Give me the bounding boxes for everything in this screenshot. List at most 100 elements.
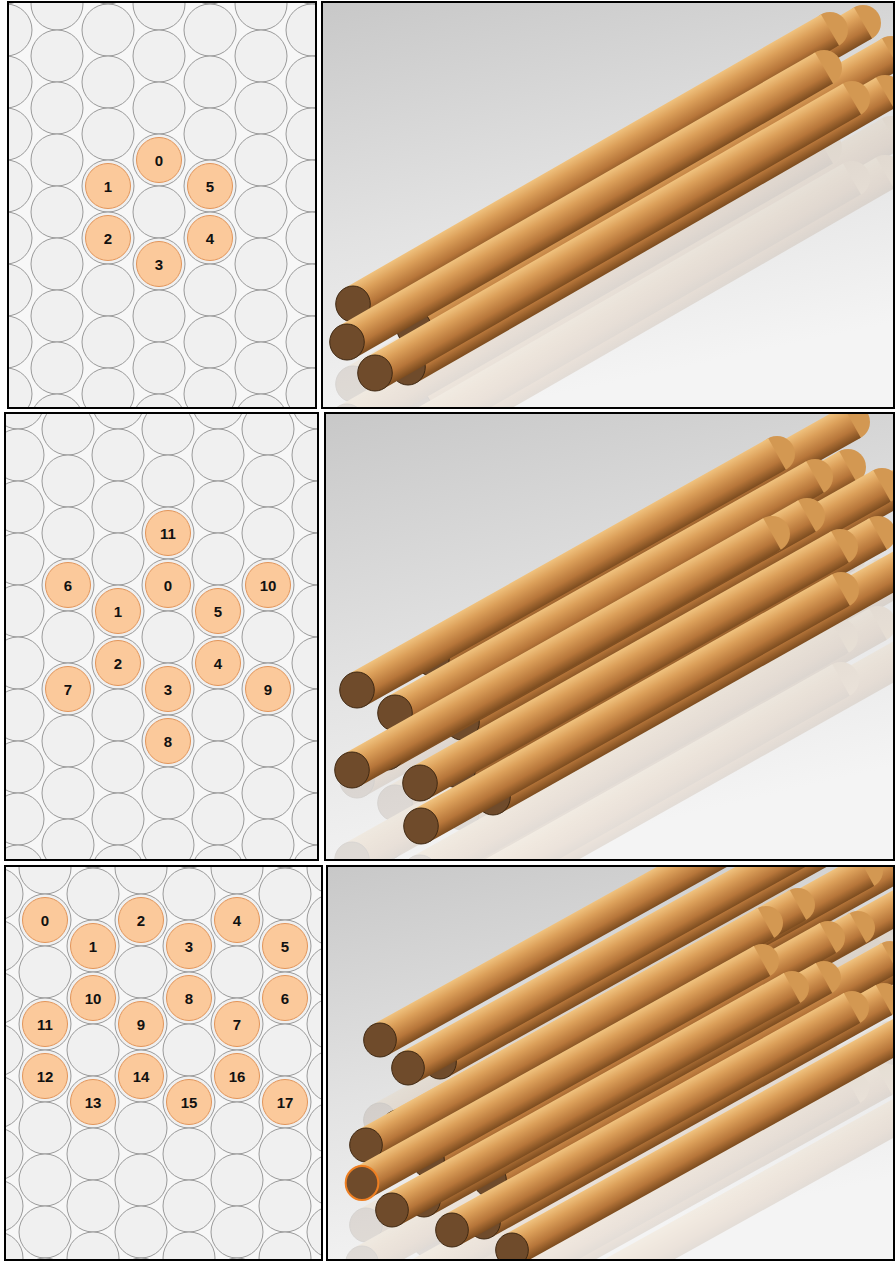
rod-body bbox=[338, 52, 833, 357]
grid-circle bbox=[307, 998, 322, 1050]
grid-circle bbox=[242, 715, 294, 767]
grid-circle bbox=[92, 741, 144, 793]
grid-circle bbox=[259, 1024, 311, 1076]
grid-circle bbox=[133, 82, 185, 134]
circle-number: 11 bbox=[37, 1017, 53, 1032]
grid-circle bbox=[235, 290, 287, 342]
circle-number: 14 bbox=[133, 1069, 150, 1084]
rod-cap bbox=[436, 1213, 469, 1247]
numbered-circle: 4 bbox=[214, 897, 260, 943]
rod-cap bbox=[330, 324, 365, 360]
rod-body bbox=[366, 83, 861, 388]
rod-cap bbox=[358, 355, 393, 391]
grid-circle bbox=[292, 413, 318, 429]
grid-circle bbox=[31, 30, 83, 82]
grid-circle bbox=[142, 663, 194, 715]
circle-grid bbox=[5, 413, 318, 860]
grid-circle bbox=[67, 1232, 119, 1260]
grid-circle bbox=[286, 4, 316, 56]
numbered-circle: 5 bbox=[195, 588, 241, 634]
grid-circle bbox=[163, 972, 215, 1024]
circle-number: 8 bbox=[185, 991, 193, 1006]
rod-cap bbox=[335, 842, 370, 860]
grid-circle bbox=[286, 56, 316, 108]
grid-circle bbox=[259, 1232, 311, 1260]
numbered-circle: 2 bbox=[95, 640, 141, 686]
grid-circle bbox=[82, 212, 134, 264]
grid-circle bbox=[133, 30, 185, 82]
grid-circle bbox=[259, 972, 311, 1024]
grid-circle bbox=[192, 533, 244, 585]
numbered-circle: 17 bbox=[262, 1079, 308, 1125]
grid-circle bbox=[133, 342, 185, 394]
grid-circle bbox=[163, 1232, 215, 1260]
grid-circle bbox=[259, 920, 311, 972]
grid-circle bbox=[133, 186, 185, 238]
numbered-circle: 15 bbox=[166, 1079, 212, 1125]
circle-number: 5 bbox=[214, 604, 222, 619]
grid-circle bbox=[42, 767, 94, 819]
grid-circle bbox=[115, 1102, 167, 1154]
rod-cap bbox=[340, 672, 375, 708]
grid-circle bbox=[142, 715, 194, 767]
grid-circle bbox=[184, 108, 236, 160]
grid-circle bbox=[31, 394, 83, 408]
grid-circle bbox=[92, 429, 144, 481]
circle-number: 9 bbox=[137, 1017, 145, 1032]
rod-body bbox=[411, 531, 849, 798]
grid-circle bbox=[235, 342, 287, 394]
numbered-circle: 1 bbox=[70, 923, 116, 969]
grid-circle bbox=[5, 741, 44, 793]
grid-circle bbox=[82, 264, 134, 316]
grid-circle bbox=[31, 290, 83, 342]
grid-circle bbox=[307, 946, 322, 998]
grid-circle bbox=[92, 637, 144, 689]
circle-number: 0 bbox=[41, 913, 49, 928]
grid-circle bbox=[292, 741, 318, 793]
grid-circle bbox=[8, 108, 32, 160]
rod-body bbox=[412, 574, 850, 841]
grid-circle bbox=[211, 998, 263, 1050]
grid-circle bbox=[115, 1206, 167, 1258]
grid-circle bbox=[163, 920, 215, 972]
circle-number: 7 bbox=[64, 682, 72, 697]
rod-cap bbox=[403, 765, 438, 801]
grid-circle bbox=[42, 663, 94, 715]
circle-number: 16 bbox=[229, 1069, 246, 1084]
numbered-circle: 0 bbox=[22, 897, 68, 943]
numbered-circle: 16 bbox=[214, 1053, 260, 1099]
grid-circle bbox=[82, 4, 134, 56]
circle-grid bbox=[5, 866, 322, 1260]
grid-circle bbox=[8, 264, 32, 316]
numbered-circle: 7 bbox=[45, 666, 91, 712]
rod-render bbox=[325, 413, 894, 860]
grid-circle bbox=[211, 946, 263, 998]
circle-number: 1 bbox=[104, 179, 112, 194]
grid-circle bbox=[307, 1102, 322, 1154]
rod-cap bbox=[364, 1023, 397, 1057]
numbered-circle: 6 bbox=[45, 562, 91, 608]
panel-border bbox=[5, 413, 318, 860]
grid-circle bbox=[67, 1128, 119, 1180]
circle-number: 12 bbox=[37, 1069, 54, 1084]
numbered-circle: 10 bbox=[70, 975, 116, 1021]
grid-circle bbox=[82, 108, 134, 160]
grid-circle bbox=[163, 1024, 215, 1076]
rod-cap bbox=[346, 1246, 379, 1260]
grid-circle bbox=[211, 1206, 263, 1258]
rod-cap bbox=[496, 1233, 529, 1260]
grid-circle bbox=[211, 1102, 263, 1154]
panel-border bbox=[325, 413, 894, 860]
grid-circle bbox=[184, 316, 236, 368]
grid-circle bbox=[5, 793, 44, 845]
panel-ground bbox=[8, 2, 316, 408]
grid-circle bbox=[307, 1206, 322, 1258]
circle-grid bbox=[8, 2, 316, 408]
circle-number: 2 bbox=[104, 231, 112, 246]
circle-number: 1 bbox=[114, 604, 122, 619]
grid-circle bbox=[211, 1050, 263, 1102]
grid-circle bbox=[67, 920, 119, 972]
grid-circle bbox=[19, 1154, 71, 1206]
numbered-circle: 11 bbox=[145, 510, 191, 556]
grid-circle bbox=[5, 533, 44, 585]
